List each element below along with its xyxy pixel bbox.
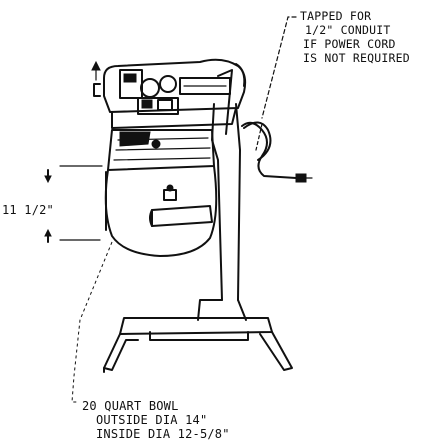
conduit-callout-line-4: IS NOT REQUIRED [303, 51, 410, 65]
conduit-callout-leader [255, 16, 297, 151]
conduit-callout-line-1: TAPPED FOR [300, 9, 371, 23]
bowl-callout-line-1: 20 QUART BOWL [82, 399, 179, 413]
conduit-callout-line-3: IF POWER CORD [303, 37, 396, 51]
bowl-callout: 20 QUART BOWL OUTSIDE DIA 14" INSIDE DIA… [82, 399, 230, 441]
mixer-head [91, 58, 247, 115]
power-cord [241, 121, 313, 183]
bowl-guard [107, 129, 215, 171]
bowl-callout-line-2: OUTSIDE DIA 14" [96, 413, 207, 427]
conduit-callout: TAPPED FOR 1/2" CONDUIT IF POWER CORD IS… [300, 9, 410, 65]
height-dimension-label: 11 1/2" [2, 203, 54, 217]
conduit-callout-line-2: 1/2" CONDUIT [305, 23, 390, 37]
bowl-callout-leader [71, 241, 113, 403]
height-dimension [44, 165, 103, 243]
bowl-callout-line-3: INSIDE DIA 12-5/8" [96, 427, 230, 441]
mixer-column [111, 69, 247, 321]
mixer-base [103, 317, 293, 373]
mixing-bowl [104, 165, 218, 257]
